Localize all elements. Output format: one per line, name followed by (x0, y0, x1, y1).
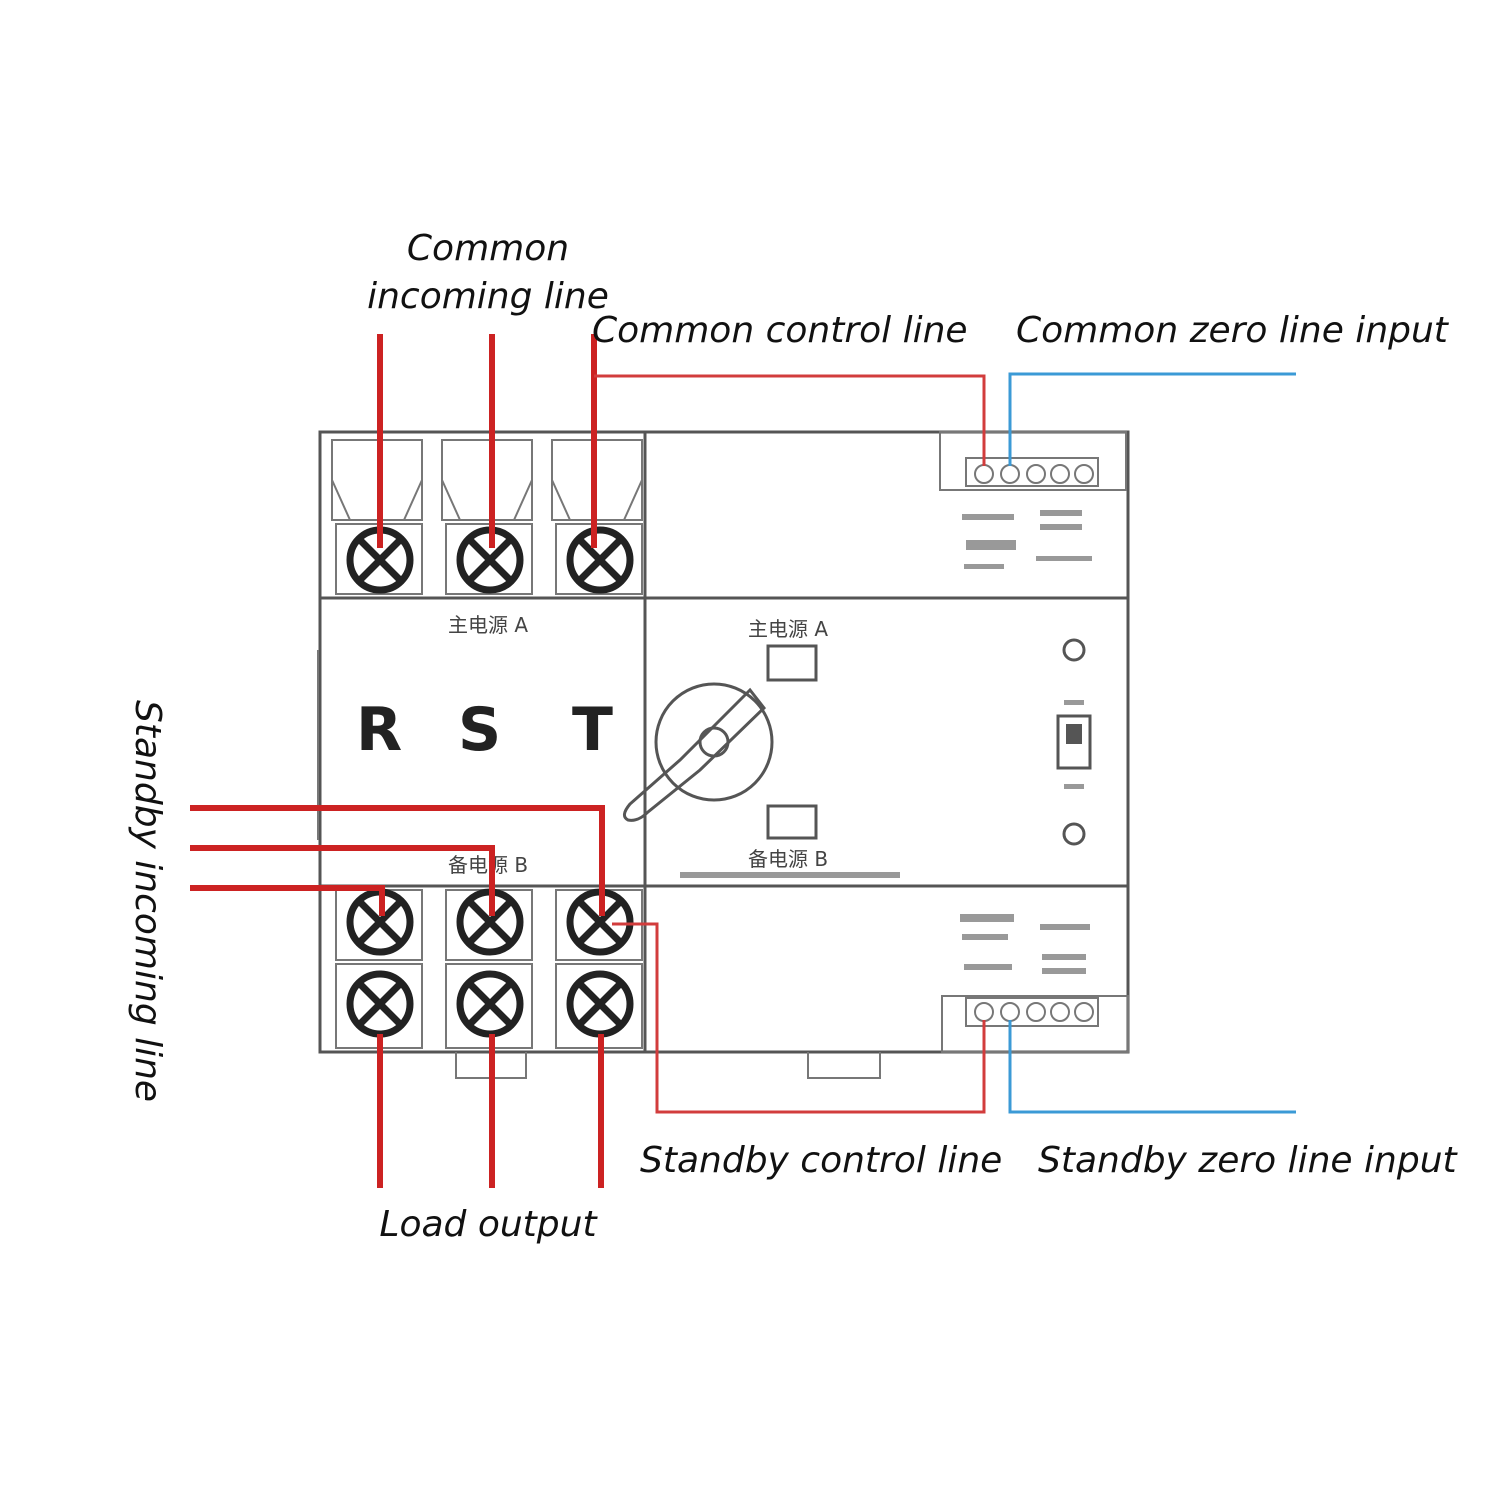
mode-switch-mark-top (1064, 700, 1084, 705)
bottom-marking-glyphs (680, 872, 1090, 974)
main-power-window (766, 644, 818, 682)
mode-switch-mark-bottom (1064, 784, 1084, 789)
mode-switch-knob (1066, 724, 1082, 744)
terminal-screws (346, 526, 634, 1038)
common-incoming-wires (377, 334, 597, 548)
load-output-label: Load output (379, 1204, 598, 1245)
common-control-label: Common control line (592, 310, 968, 351)
standby-incoming-wires (190, 805, 605, 916)
ats-device: 主电源 A 主电源 A 备电源 B 备电源 B R S T (317, 430, 1130, 1079)
terminal-load-t (566, 970, 634, 1038)
load-output-wires (377, 1034, 604, 1188)
phase-s-label: S (458, 695, 501, 765)
common-zero-label: Common zero line input (1016, 310, 1450, 351)
terminal-load-r (346, 970, 414, 1038)
terminal-load-s (456, 970, 524, 1038)
backup-power-window (766, 804, 818, 840)
terminal-standby-t (566, 888, 634, 956)
rotary-handle[interactable] (623, 682, 774, 822)
top-terminal-cover-1 (331, 439, 423, 521)
terminal-standby-s (456, 888, 524, 956)
common-incoming-label-line2: incoming line (367, 276, 609, 317)
main-power-panel-label: 主电源 A (748, 617, 828, 641)
standby-control-wire (612, 922, 986, 1114)
bottom-control-block (941, 995, 1129, 1053)
terminal-common-r (346, 526, 414, 594)
phase-r-label: R (356, 695, 402, 765)
mode-switch[interactable] (1056, 714, 1092, 770)
top-terminal-box-3 (555, 523, 643, 595)
standby-incoming-label: Standby incoming line (127, 700, 168, 1102)
handle-dial (654, 682, 774, 802)
common-incoming-label-line1: Common (407, 228, 569, 269)
top-control-block (939, 431, 1127, 491)
backup-power-panel-label: 备电源 B (748, 847, 828, 871)
main-power-top-label: 主电源 A (448, 613, 528, 637)
indicator-led-top (1062, 638, 1086, 662)
terminal-common-t (566, 526, 634, 594)
indicator-led-bottom (1062, 822, 1086, 846)
common-control-wire (594, 374, 986, 466)
top-marking-glyphs (962, 510, 1092, 569)
bottom-control-strip (965, 997, 1099, 1027)
device-housing (318, 430, 1130, 1054)
handle-pivot (698, 726, 730, 758)
din-clip-right (807, 1052, 881, 1079)
standby-zero-wire (1008, 1020, 1296, 1114)
standby-control-label: Standby control line (640, 1140, 1002, 1181)
top-terminal-cover-3 (551, 439, 643, 521)
top-control-strip (965, 457, 1099, 487)
bottom-control-screws (974, 1002, 1094, 1022)
handle-lever[interactable] (623, 687, 767, 822)
backup-power-bottom-label: 备电源 B (448, 853, 528, 877)
standby-zero-label: Standby zero line input (1038, 1140, 1459, 1181)
top-terminal-cover-2 (441, 439, 533, 521)
common-zero-wire (1008, 372, 1296, 466)
phase-t-label: T (572, 695, 613, 765)
top-control-screws (974, 464, 1094, 484)
